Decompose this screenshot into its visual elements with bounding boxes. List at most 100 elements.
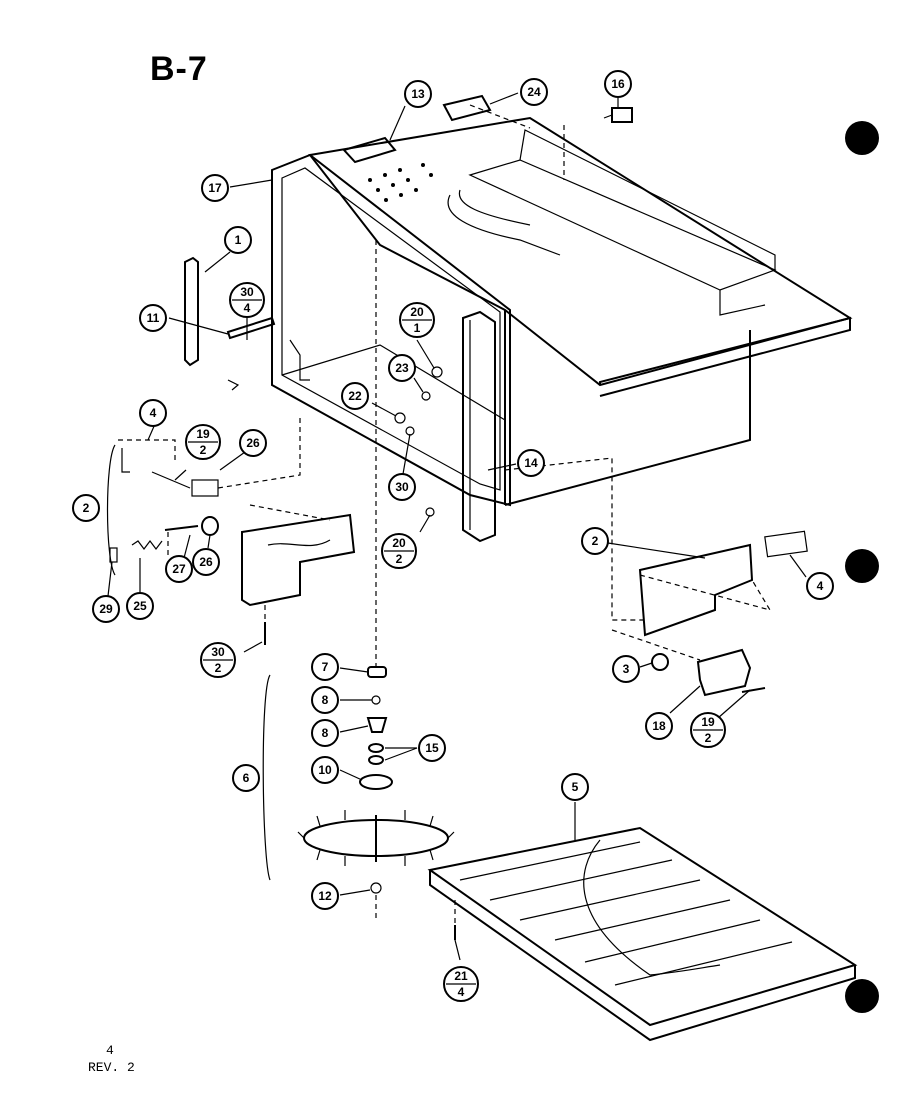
- callout-1: 1: [224, 226, 252, 254]
- fraction-den: 2: [705, 731, 712, 745]
- callout-3: 3: [612, 655, 640, 683]
- fraction-num: 30: [240, 285, 254, 299]
- callout-24-label: 24: [527, 85, 541, 99]
- small-connector: [603, 107, 633, 123]
- page-title: B-7: [150, 50, 208, 88]
- callout-2a: 2: [72, 494, 100, 522]
- callout-27: 27: [165, 555, 193, 583]
- callout-25-label: 25: [133, 599, 147, 613]
- grille-tray: [427, 826, 858, 1042]
- callout-17-label: 17: [208, 181, 222, 195]
- fraction-callout-21-4: 21 4: [443, 966, 479, 1002]
- callout-26b: 26: [192, 548, 220, 576]
- callout-1-label: 1: [235, 233, 242, 247]
- fan-motor-stack: [297, 666, 455, 894]
- callout-4a: 4: [139, 399, 167, 427]
- fraction-den: 4: [458, 985, 465, 999]
- callout-4-label: 4: [150, 406, 157, 420]
- front-frame: [271, 153, 511, 507]
- leader-lines: [107, 92, 807, 961]
- fraction-callout-20-2: 20 2: [381, 533, 417, 569]
- fraction-den: 4: [244, 301, 251, 315]
- callout-16: 16: [604, 70, 632, 98]
- callout-23: 23: [388, 354, 416, 382]
- fraction-callout-19-2-left: 19 2: [185, 424, 221, 460]
- callout-30-label: 30: [395, 480, 409, 494]
- fraction-den: 2: [215, 661, 222, 675]
- fraction-den: 1: [414, 321, 421, 335]
- callout-23-label: 23: [395, 361, 409, 375]
- callout-7-label: 7: [322, 660, 329, 674]
- callout-8-label: 8: [322, 726, 329, 740]
- callout-12-label: 12: [318, 889, 332, 903]
- callout-30: 30: [388, 473, 416, 501]
- fraction-den: 2: [200, 443, 207, 457]
- callout-11-label: 11: [147, 311, 160, 325]
- assembly-guide-lines: [118, 104, 772, 925]
- callout-26-label: 26: [199, 555, 213, 569]
- callout-15-label: 15: [425, 741, 439, 755]
- callout-2-label: 2: [83, 501, 90, 515]
- callout-15: 15: [418, 734, 446, 762]
- left-control-bracket: [109, 448, 356, 645]
- callout-22: 22: [341, 382, 369, 410]
- callout-2-label: 2: [592, 534, 599, 548]
- callout-29-label: 29: [99, 602, 113, 616]
- fraction-num: 20: [392, 536, 406, 550]
- callout-26-label: 26: [246, 436, 260, 450]
- callout-10-label: 10: [318, 763, 332, 777]
- punch-hole-middle: [845, 549, 879, 583]
- callout-18-label: 18: [652, 719, 666, 733]
- callout-22-label: 22: [348, 389, 362, 403]
- fraction-callout-30-2: 30 2: [200, 642, 236, 678]
- callout-14-label: 14: [524, 456, 538, 470]
- fraction-num: 19: [701, 715, 715, 729]
- fraction-callout-30-4: 30 4: [229, 282, 265, 318]
- callout-27-label: 27: [172, 562, 186, 576]
- callout-25: 25: [126, 592, 154, 620]
- callout-6-label: 6: [243, 771, 250, 785]
- cabinet-housing: [308, 116, 853, 506]
- callout-13-label: 13: [411, 87, 425, 101]
- group-bracket-6: [262, 674, 271, 881]
- fraction-num: 20: [410, 305, 424, 319]
- callout-26a: 26: [239, 429, 267, 457]
- fraction-callout-19-2-right: 19 2: [690, 712, 726, 748]
- callout-6: 6: [232, 764, 260, 792]
- connector-blocks: [342, 94, 492, 164]
- callout-5-label: 5: [572, 780, 579, 794]
- callout-3-label: 3: [623, 662, 630, 676]
- revision-label: REV. 2: [88, 1060, 135, 1075]
- fraction-num: 19: [196, 427, 210, 441]
- callout-16-label: 16: [611, 77, 625, 91]
- callout-29: 29: [92, 595, 120, 623]
- callout-18: 18: [645, 712, 673, 740]
- fraction-den: 2: [396, 552, 403, 566]
- callout-4b: 4: [806, 572, 834, 600]
- callout-12: 12: [311, 882, 339, 910]
- callout-17: 17: [201, 174, 229, 202]
- fraction-num: 30: [211, 645, 225, 659]
- callout-7: 7: [311, 653, 339, 681]
- callout-13: 13: [404, 80, 432, 108]
- punch-hole-bottom: [845, 979, 879, 1013]
- fraction-callout-20-1: 20 1: [399, 302, 435, 338]
- callout-2b: 2: [581, 527, 609, 555]
- callout-8a: 8: [311, 686, 339, 714]
- callout-24: 24: [520, 78, 548, 106]
- fraction-num: 21: [454, 969, 468, 983]
- callout-10: 10: [311, 756, 339, 784]
- callout-14: 14: [517, 449, 545, 477]
- callout-5: 5: [561, 773, 589, 801]
- punch-hole-top: [845, 121, 879, 155]
- vertical-rail: [462, 310, 496, 543]
- group-bracket-2: [106, 444, 116, 576]
- page-number: 4: [106, 1043, 114, 1058]
- callout-4-label: 4: [817, 579, 824, 593]
- callout-11: 11: [139, 304, 167, 332]
- right-switch-bracket: [638, 530, 808, 697]
- callout-8-label: 8: [322, 693, 329, 707]
- left-strip-and-bracket: [184, 256, 276, 391]
